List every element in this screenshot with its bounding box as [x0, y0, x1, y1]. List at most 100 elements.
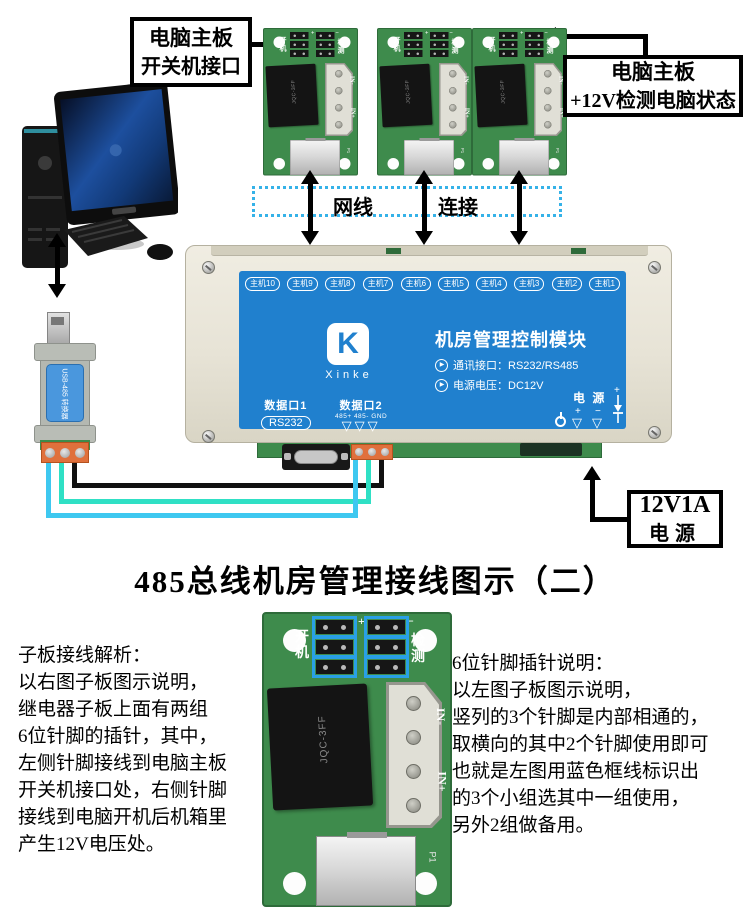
mount-hole	[339, 158, 351, 170]
rj45-jack	[290, 138, 340, 175]
molex-label-in-plus: IN+	[463, 107, 471, 118]
port1-label: 数据口1	[264, 400, 308, 412]
logo-letter: K	[337, 327, 359, 360]
diagram-title: 485总线机房管理接线图示（二）	[134, 564, 616, 599]
ref-designator: P1	[427, 851, 438, 863]
molex-connector	[325, 63, 353, 136]
port2-pins: 485+ 485- GND	[335, 413, 388, 420]
relay-board-detail: 开机 + − 检测 JQC-3FF IN- IN+ P1	[262, 612, 452, 907]
spec-comm: 通讯接口：RS232/RS485	[453, 360, 579, 372]
plus-mark: +	[358, 614, 365, 628]
rj45-slot	[571, 248, 586, 254]
screw-icon	[648, 426, 661, 439]
data-port-1: 数据口1 RS232	[261, 397, 311, 431]
screw-icon	[202, 430, 215, 443]
pin-label-left: 开机	[295, 630, 309, 661]
power-area: 电 源 + − ▽ ▽	[555, 389, 625, 438]
terminal-triangle-icon: ▽	[572, 415, 582, 430]
power-supply-line1: 12V1A	[639, 491, 711, 518]
arrow-power-head	[583, 466, 601, 480]
arrow-power-h	[595, 517, 627, 522]
host-button-1: 主机1	[589, 277, 620, 291]
molex-label-in-minus: IN-	[349, 75, 357, 85]
mount-hole	[273, 36, 285, 48]
power-label: 电 源	[573, 391, 607, 405]
relay-board-1: 开机 + − 检测 JQC-3FF IN- IN+ P1	[263, 28, 358, 176]
converter-terminal	[41, 442, 89, 463]
relay: JQC-3FF	[266, 683, 374, 811]
host-button-row: 主机10 主机9 主机8 主机7 主机6 主机5 主机4 主机3 主机2 主机1	[245, 277, 620, 291]
callout-pc-switch-line1: 电脑主板	[149, 25, 233, 50]
callout-pc-switch: 电脑主板 开关机接口	[130, 17, 252, 87]
plus-mark: +	[425, 29, 429, 36]
db9-connector	[282, 444, 350, 470]
molex-label-in-plus: IN+	[349, 107, 357, 118]
port2-label: 数据口2	[339, 400, 383, 412]
play-icon: ▶	[435, 378, 448, 392]
host-button-2: 主机2	[551, 277, 583, 291]
callout-power-supply: 12V1A 电源	[627, 490, 723, 548]
molex-connector	[386, 682, 442, 828]
spec-power: 电源电压：DC12V	[453, 380, 544, 392]
arrow-pc-detect-v	[643, 34, 648, 57]
arrow-power-v	[590, 479, 595, 522]
data-port-2: 数据口2 485+ 485- GND ▽▽▽	[335, 397, 387, 432]
plus-mark: +	[311, 29, 315, 36]
host-button-4: 主机4	[476, 277, 507, 291]
usb-plug	[47, 312, 70, 345]
molex-connector	[534, 63, 562, 136]
rj45-jack	[499, 138, 549, 175]
terminal-triangle-icons: ▽▽▽	[341, 418, 381, 433]
pin-label-left: 开机	[488, 37, 496, 53]
host-button-5: 主机5	[438, 277, 469, 291]
host-button-9: 主机9	[287, 277, 318, 291]
pin-label-left: 开机	[393, 37, 401, 53]
relay-marking: JQC-3FF	[290, 79, 298, 104]
host-button-6: 主机6	[400, 277, 432, 291]
relay: JQC-3FF	[474, 63, 528, 128]
rj45-jack	[316, 832, 416, 906]
host-button-8: 主机8	[325, 277, 356, 291]
ref-designator: P1	[554, 147, 560, 154]
pin-label-right: 检测	[411, 634, 425, 665]
port1-type: RS232	[261, 416, 311, 430]
relay-marking: JQC-3FF	[316, 714, 331, 764]
molex-connector	[439, 63, 467, 136]
brand-name: Xinke	[325, 369, 373, 381]
pin-label-left: 开机	[279, 37, 287, 53]
callout-pc-detect: 电脑主板 +12V检测电脑状态	[563, 55, 743, 117]
pin-label-right: 检测	[337, 39, 345, 55]
screw-icon	[648, 261, 661, 274]
relay: JQC-3FF	[379, 63, 433, 128]
relay: JQC-3FF	[265, 63, 319, 128]
power-icon-stem	[559, 412, 562, 419]
minus-mark: −	[544, 29, 548, 36]
minus-mark: −	[407, 614, 414, 628]
mount-hole	[339, 36, 351, 48]
cable-label-right: 连接	[438, 197, 478, 219]
converter-label: USB-485 转换器	[46, 364, 84, 422]
notes-right-title: 6位针脚插针说明：	[452, 653, 614, 674]
notes-left-title: 子板接线解析：	[18, 645, 152, 666]
relay-board-2: 开机 + − 检测 JQC-3FF IN- IN+ P1	[377, 28, 472, 176]
module-name: 机房管理控制模块	[435, 330, 587, 350]
minus-mark: −	[449, 29, 453, 36]
callout-pc-detect-line1: 电脑主板	[611, 59, 695, 84]
network-cable-box: 网线 连接	[252, 186, 562, 219]
cable-label-left: 网线	[333, 197, 373, 219]
play-icon: ▶	[435, 358, 448, 372]
pin-label-right: 检测	[451, 39, 459, 55]
callout-pc-switch-line2: 开关机接口	[141, 55, 241, 78]
host-button-7: 主机7	[362, 277, 394, 291]
minus-mark: −	[335, 29, 339, 36]
control-module: 主机10 主机9 主机8 主机7 主机6 主机5 主机4 主机3 主机2 主机1…	[185, 245, 672, 443]
molex-label-in-minus: IN-	[463, 75, 471, 85]
power-supply-line2: 电源	[649, 522, 701, 545]
host-button-10: 主机10	[245, 277, 280, 291]
screw-icon	[202, 261, 215, 274]
rj45-slot	[386, 248, 401, 254]
molex-label-in-minus: IN-	[434, 707, 449, 726]
pin-label-right: 检测	[546, 39, 554, 55]
plus-mark: +	[520, 29, 524, 36]
